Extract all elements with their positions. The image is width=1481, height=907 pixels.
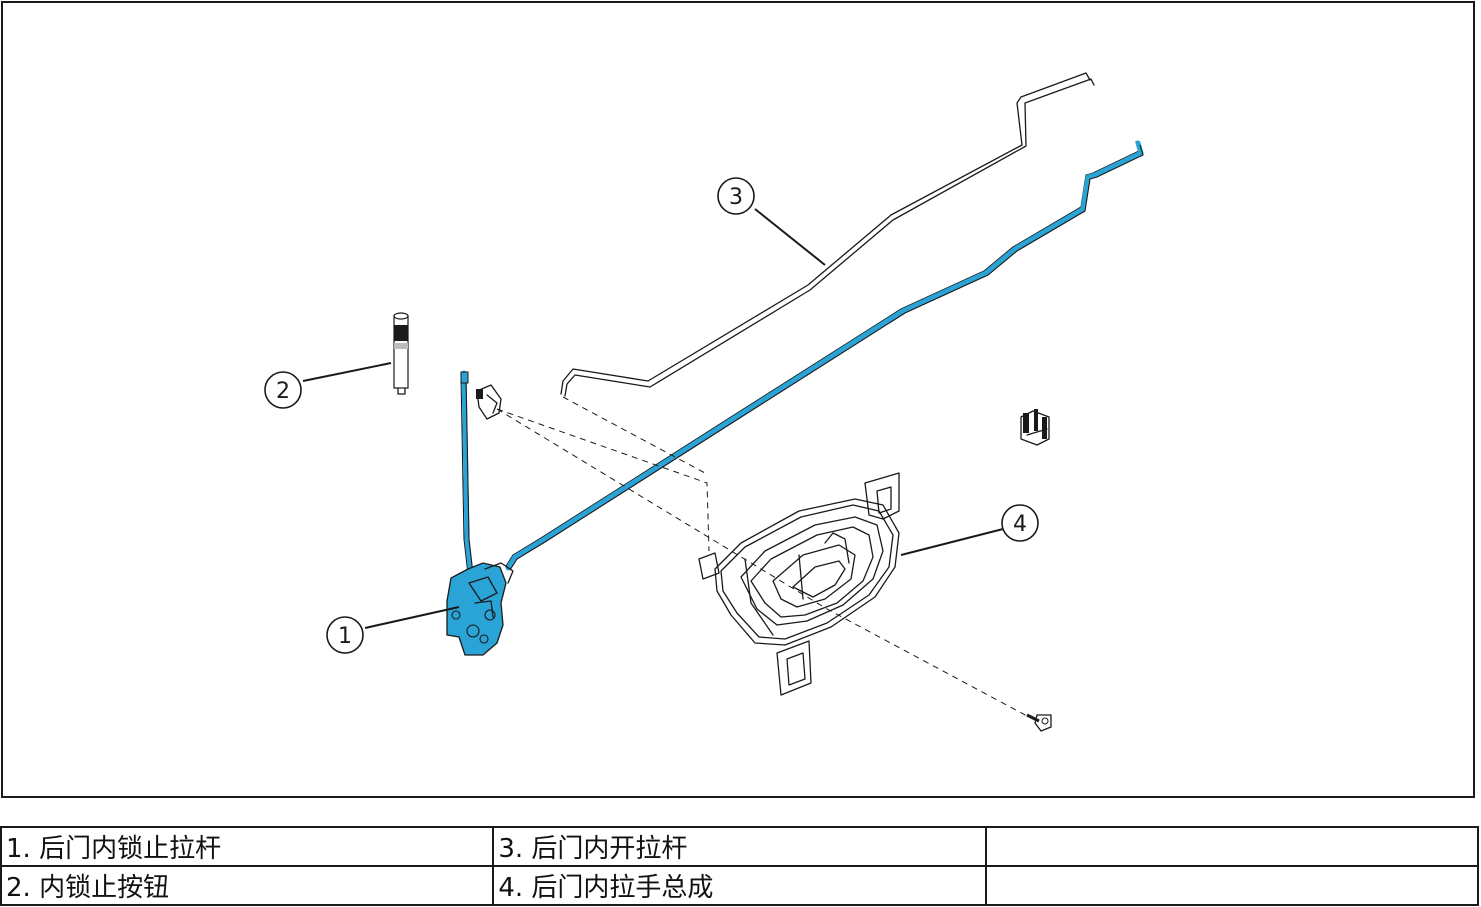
callout-leaders xyxy=(302,208,1004,629)
legend-cell: 1. 后门内锁止拉杆 xyxy=(0,826,495,867)
lock-button-part xyxy=(393,312,409,395)
open-rod-part xyxy=(560,72,1095,397)
legend-cell: 2. 内锁止按钮 xyxy=(0,865,495,906)
svg-text:3: 3 xyxy=(729,185,743,210)
legend-cell: 3. 后门内开拉杆 xyxy=(492,826,987,867)
clip-part xyxy=(476,384,502,420)
callout-2: 2 xyxy=(264,371,302,409)
bracket-part xyxy=(1020,409,1050,446)
long-rod-part xyxy=(505,140,1144,571)
callout-1: 1 xyxy=(326,616,364,654)
handle-assembly-part xyxy=(698,472,900,696)
exploded-view-diagram: .outline { fill: none; stroke: #1a1a1a; … xyxy=(264,72,1144,732)
parts-legend-table: 1. 后门内锁止拉杆 3. 后门内开拉杆 2. 内锁止按钮 4. 后门内拉手总成 xyxy=(0,826,1480,906)
legend-cell xyxy=(984,865,1480,906)
callout-4: 4 xyxy=(1001,504,1039,542)
callout-3: 3 xyxy=(717,177,755,215)
screw-part xyxy=(1026,713,1052,732)
svg-text:2: 2 xyxy=(276,379,290,404)
lock-rod-part xyxy=(446,370,514,656)
svg-text:4: 4 xyxy=(1013,512,1027,537)
legend-cell: 4. 后门内拉手总成 xyxy=(492,865,987,906)
legend-row: 2. 内锁止按钮 4. 后门内拉手总成 xyxy=(0,865,1480,906)
assembly-lines xyxy=(496,396,1030,718)
svg-text:1: 1 xyxy=(338,624,352,649)
legend-cell xyxy=(984,826,1480,867)
diagram-frame: .outline { fill: none; stroke: #1a1a1a; … xyxy=(1,1,1475,798)
legend-row: 1. 后门内锁止拉杆 3. 后门内开拉杆 xyxy=(0,826,1480,867)
